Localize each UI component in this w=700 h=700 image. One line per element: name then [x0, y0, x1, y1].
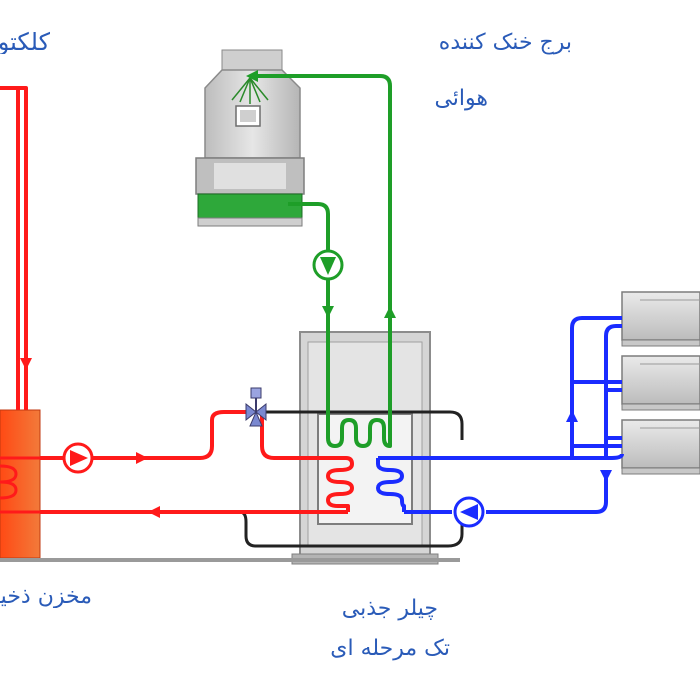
bypass-pipe	[239, 410, 464, 548]
cooling-water-pump-icon	[312, 249, 344, 281]
cooling-tower	[195, 49, 305, 227]
chilled-water-pipe	[378, 316, 624, 514]
three-way-valve-icon	[245, 387, 267, 427]
spray-nozzles-icon	[231, 77, 269, 104]
hot-coil-icon	[326, 456, 354, 512]
cooling-tower-label: برج خنک کننده	[438, 30, 572, 55]
tower-basin	[197, 193, 303, 219]
tank-coil-icon	[0, 464, 18, 500]
chilled-coil-icon	[376, 458, 406, 512]
flow-arrow-icon	[566, 410, 612, 482]
flow-arrow-icon	[20, 358, 160, 518]
hot-water-pipe	[0, 86, 348, 514]
storage-tank-label: مخزن ذخیره	[0, 586, 92, 608]
cooling-tower-label-line2: هوائی	[434, 86, 488, 111]
fan-coil-unit	[621, 355, 700, 411]
storage-tank	[0, 409, 460, 562]
ground-line	[0, 558, 460, 562]
fan-coil-units	[621, 291, 700, 475]
collector-label: کلکتور	[0, 30, 50, 54]
fan-coil-unit	[621, 291, 700, 347]
flow-arrow-icon	[246, 70, 396, 318]
cooling-water-pipe	[252, 74, 392, 428]
chiller-unit	[291, 331, 439, 565]
chiller-label: چیلر جذبی	[341, 596, 438, 621]
hot-water-pump-icon	[62, 442, 94, 474]
chilled-water-pump-icon	[453, 496, 485, 528]
cooling-coil-icon	[326, 418, 392, 448]
fan-coil-unit	[621, 419, 700, 475]
chiller-label-line2: تک مرحله ای	[330, 636, 450, 661]
